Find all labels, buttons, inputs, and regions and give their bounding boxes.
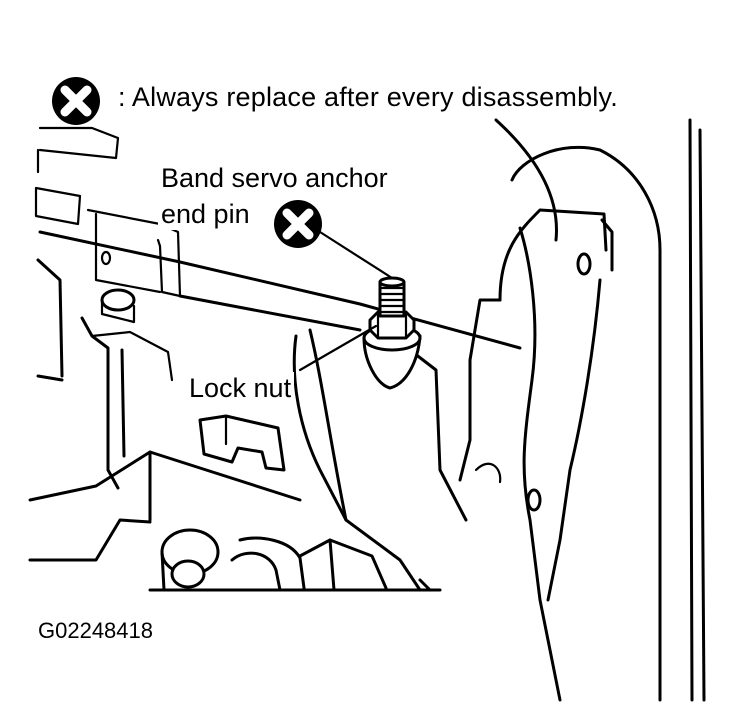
legend-replace-icon xyxy=(52,77,100,125)
transmission-case xyxy=(28,118,706,702)
legend-text: : Always replace after every disassembly… xyxy=(118,82,618,112)
anchor-end-pin xyxy=(362,276,422,390)
band-servo-callout-line2: end pin xyxy=(158,198,253,230)
figure-id: G02248418 xyxy=(38,618,153,643)
band-servo-callout-line1: Band servo anchor xyxy=(158,162,391,194)
leader-lines xyxy=(298,230,394,372)
lock-nut-callout: Lock nut xyxy=(186,372,295,404)
pin-replace-icon xyxy=(274,200,322,248)
